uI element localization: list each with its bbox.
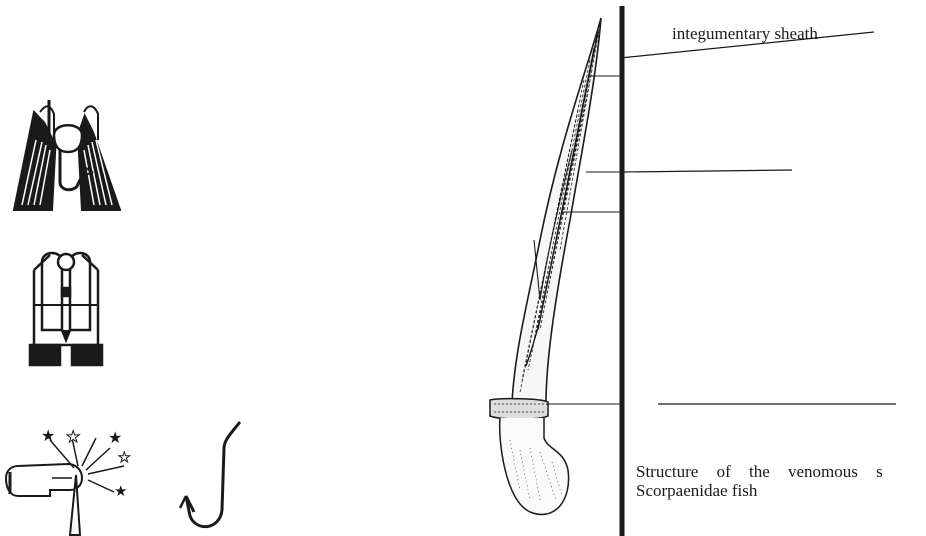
svg-text:★: ★ [41, 428, 55, 445]
blank-label-line-1 [622, 170, 792, 172]
fishing-hook-icon [180, 422, 240, 527]
caption-line-1: Structure of the venomous s [636, 462, 883, 481]
finger-sting-pain-icon: ★ ★ ★ ★ ★ [6, 428, 131, 535]
integumentary-sheath-label: integumentary sheath [672, 24, 818, 44]
label-lines [620, 32, 896, 404]
svg-text:★: ★ [108, 430, 122, 447]
svg-text:★: ★ [118, 451, 131, 466]
figure-caption: Structure of the venomous s Scorpaenidae… [636, 462, 883, 500]
svg-text:★: ★ [114, 484, 127, 500]
scuba-tank-harness-icon [30, 253, 102, 365]
svg-text:★: ★ [66, 429, 80, 446]
fins-snorkel-mask-icon [14, 100, 120, 210]
caption-line-2: Scorpaenidae fish [636, 481, 883, 500]
venomous-spine-illustration [490, 18, 601, 514]
